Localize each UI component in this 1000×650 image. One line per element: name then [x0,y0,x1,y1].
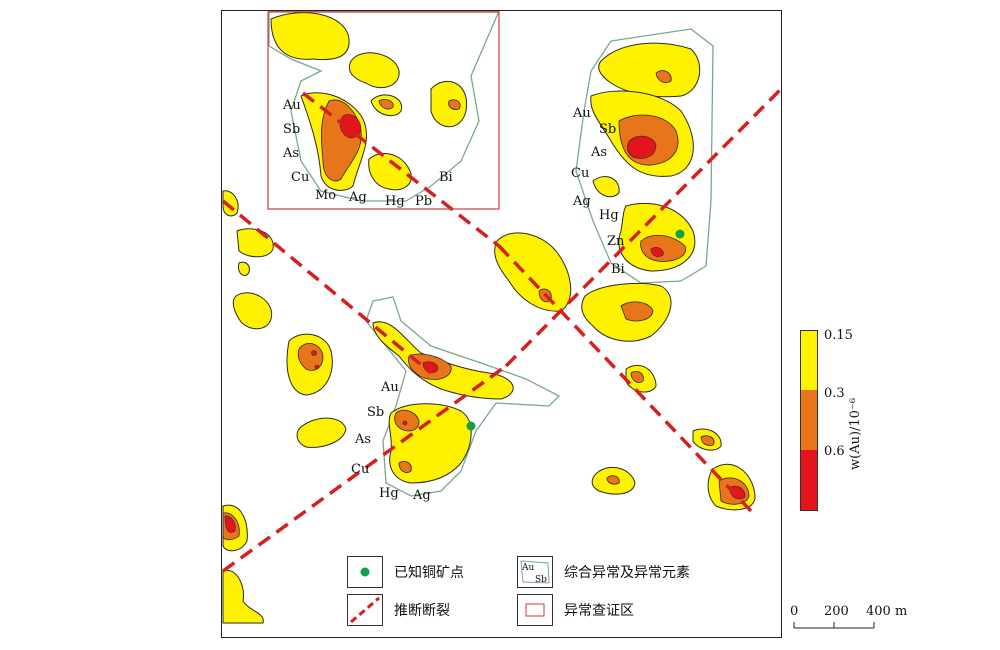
legend-composite-swatch: Au Sb [517,556,553,588]
svg-text:Ag: Ag [348,190,367,205]
svg-text:Sb: Sb [599,122,616,137]
composite-anomaly-a [268,11,500,202]
zone-a-element-labels: Au Sb As Cu Mo Ag Hg Pb Bi [282,98,453,209]
svg-text:Au: Au [282,98,301,113]
svg-text:Sb: Sb [367,405,384,420]
zone-b-element-labels: Au Sb As Cu Ag Hg Zn Bi [571,106,625,277]
scale-tick-2: 400 m [866,604,908,619]
svg-text:Sb: Sb [535,575,547,585]
inferred-faults [222,87,781,573]
geochemical-map: Au Sb As Cu Mo Ag Hg Pb Bi Au Sb As Cu A… [222,11,781,624]
legend-verify-label: 异常查证区 [564,603,634,619]
zone-c-element-labels: Au Sb As Cu Hg Ag [351,380,431,503]
svg-text:Bi: Bi [439,170,453,185]
svg-text:Cu: Cu [291,170,309,185]
svg-text:Zn: Zn [607,234,625,249]
svg-text:As: As [282,146,299,161]
legend-verify-swatch [517,594,553,626]
legend-composite-label: 综合异常及异常元素 [564,565,690,581]
svg-text:Hg: Hg [379,486,399,501]
svg-text:Ag: Ag [572,194,591,209]
svg-text:Hg: Hg [599,208,619,223]
known-copper-mine-point [675,229,685,239]
svg-text:As: As [354,432,371,447]
map-frame: Au Sb As Cu Mo Ag Hg Pb Bi Au Sb As Cu A… [221,10,782,638]
svg-text:As: As [590,145,607,160]
svg-text:Au: Au [572,106,591,121]
colorbar-tick-2: 0.6 [824,444,845,459]
legend-fault-label: 推断断裂 [394,603,450,619]
colorbar-title: w(Au)/10⁻⁶ [848,397,863,470]
composite-anomaly-c [365,296,561,497]
colorbar-tick-0: 0.15 [824,328,853,343]
legend-mine-label: 已知铜矿点 [394,565,464,581]
colorbar-low [800,330,818,391]
colorbar-mid [800,390,818,450]
svg-text:Cu: Cu [571,166,589,181]
colorbar-high [800,450,818,511]
svg-text:Cu: Cu [351,462,369,477]
svg-text:Sb: Sb [283,122,300,137]
svg-text:Ag: Ag [412,488,431,503]
au-anomaly-low [222,12,756,624]
au-anomaly-high [224,114,746,533]
colorbar-tick-1: 0.3 [824,386,845,401]
scale-tick-1: 200 [824,604,849,619]
svg-text:Bi: Bi [611,262,625,277]
svg-text:Au: Au [521,563,534,573]
svg-text:Pb: Pb [415,194,432,209]
svg-text:Hg: Hg [385,194,405,209]
legend-fault-swatch [347,594,383,626]
anomaly-verification-zone [267,11,500,210]
svg-text:Au: Au [380,380,399,395]
svg-text:Mo: Mo [315,188,336,203]
legend-mine-swatch [347,556,383,588]
scale-tick-0: 0 [790,604,799,619]
known-copper-mine-point [466,421,476,431]
